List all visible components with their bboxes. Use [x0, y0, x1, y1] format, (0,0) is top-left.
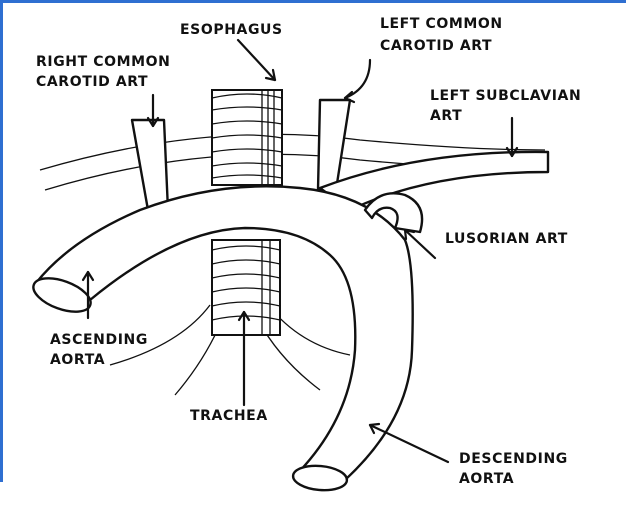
label-right-common-carotid-line2: CAROTID ART: [36, 74, 148, 90]
label-left-subclavian-line1: LEFT SUBCLAVIAN: [430, 88, 581, 104]
trachea: [212, 240, 280, 335]
label-descending-aorta-line1: DESCENDING: [459, 451, 568, 467]
label-lusorian-art: LUSORIAN ART: [445, 231, 568, 247]
label-left-common-carotid-line2: CAROTID ART: [380, 38, 492, 54]
right-common-carotid-artery: [132, 120, 168, 210]
label-descending-aorta-line2: AORTA: [459, 471, 514, 487]
label-trachea: TRACHEA: [190, 408, 268, 424]
label-right-common-carotid-line1: RIGHT COMMON: [36, 54, 170, 70]
left-common-carotid-artery: [318, 100, 350, 190]
label-left-subclavian-line2: ART: [430, 108, 462, 124]
label-esophagus: ESOPHAGUS: [180, 22, 283, 38]
label-ascending-aorta-line2: AORTA: [50, 352, 105, 368]
esophagus: [212, 90, 282, 185]
label-left-common-carotid-line1: LEFT COMMON: [380, 16, 503, 32]
label-ascending-aorta-line1: ASCENDING: [50, 332, 148, 348]
